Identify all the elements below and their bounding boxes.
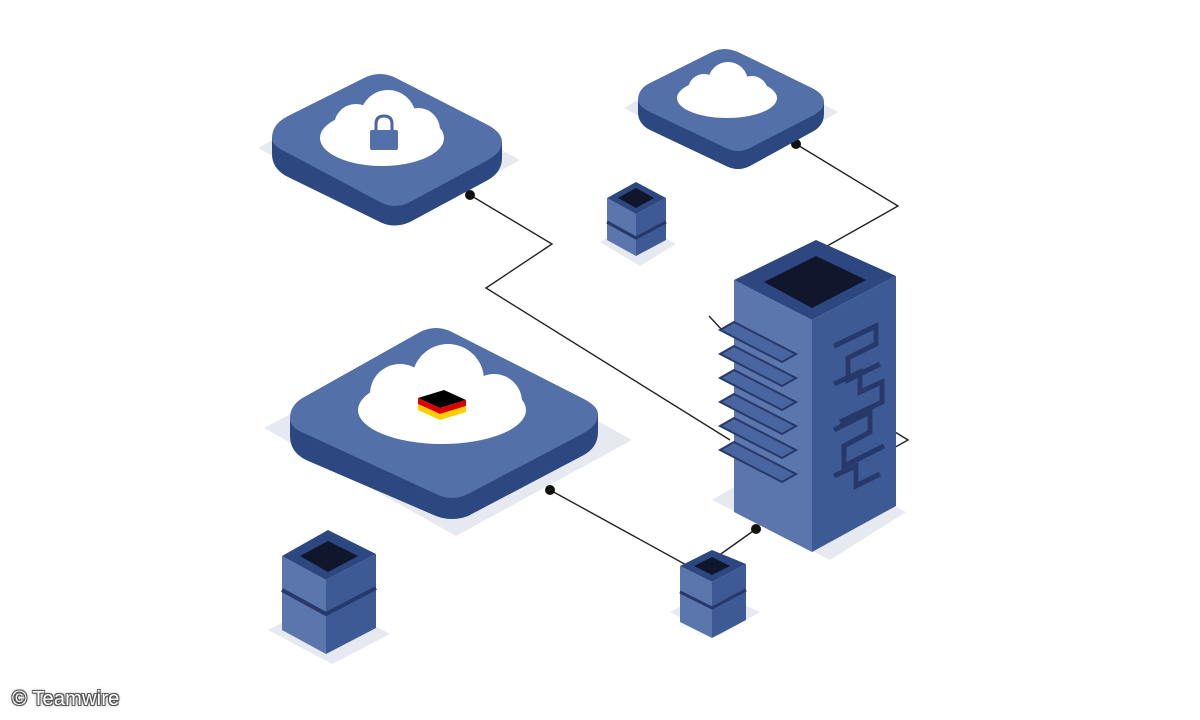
server-maze-pattern (832, 322, 886, 491)
server-fins (717, 320, 799, 484)
lock-icon (370, 114, 398, 150)
secure-cloud-platform (272, 74, 502, 226)
small-server-top (606, 182, 667, 256)
copyright-credit: © Teamwire (12, 688, 120, 710)
small-server-bottom-right (679, 550, 747, 638)
server-tower (717, 240, 896, 552)
germany-cloud-platform (290, 328, 598, 519)
germany-flag-icon (418, 390, 466, 420)
small-server-bottom-left (281, 530, 377, 654)
cloud-icon (677, 62, 777, 118)
cloud-platform (638, 49, 824, 169)
connector-dots (465, 139, 801, 534)
connector-lines (469, 143, 910, 579)
